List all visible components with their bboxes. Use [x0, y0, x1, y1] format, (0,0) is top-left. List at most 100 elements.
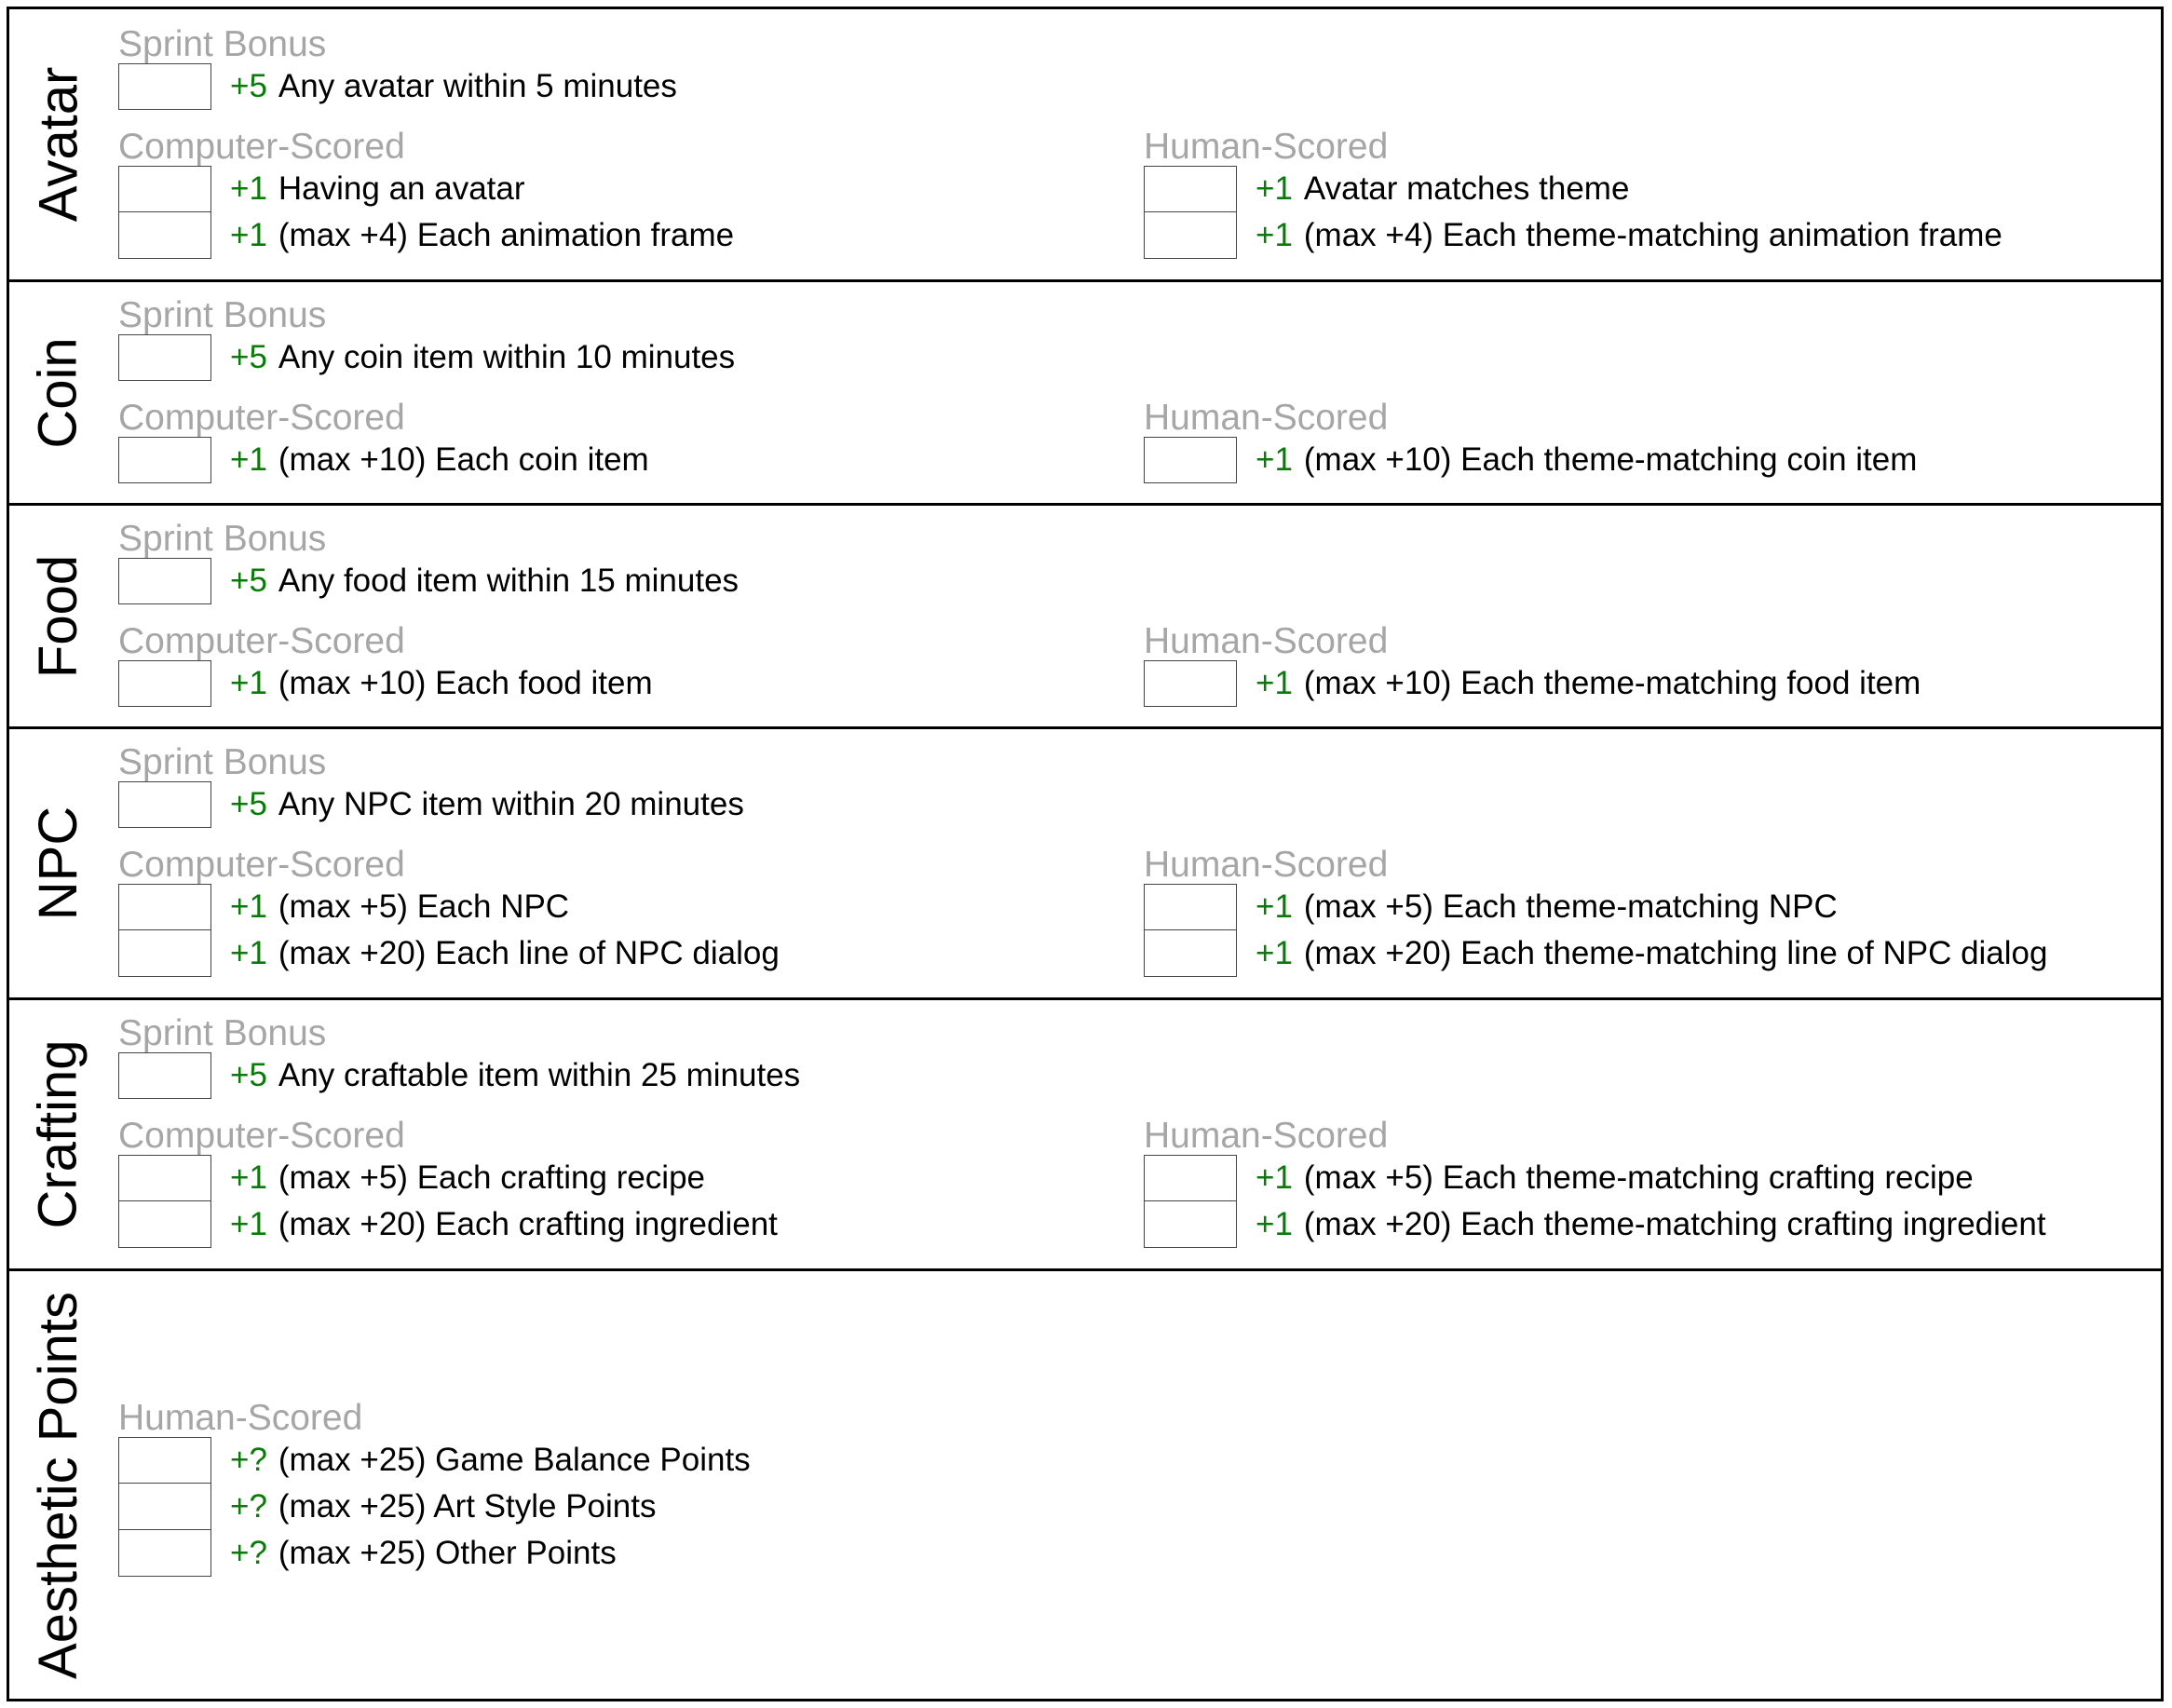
- computer-scored-label: Computer-Scored: [118, 127, 405, 167]
- points-value: +1: [230, 170, 267, 207]
- points-value: +1: [1256, 1206, 1293, 1242]
- criterion-text: (max +25) Game Balance Points: [278, 1442, 751, 1478]
- score-box[interactable]: [1144, 884, 1237, 930]
- criterion-text: Any avatar within 5 minutes: [278, 68, 677, 104]
- points-value: +1: [1256, 888, 1293, 925]
- sprint-bonus-label: Sprint Bonus: [118, 1013, 327, 1053]
- score-box[interactable]: [1144, 437, 1237, 483]
- computer-scored-label: Computer-Scored: [118, 1116, 405, 1156]
- human-scored-label: Human-Scored: [118, 1398, 363, 1438]
- score-box[interactable]: [1144, 212, 1237, 259]
- computer-scored-item: +1 (max +20) Each crafting ingredient: [118, 1201, 778, 1248]
- criterion-text: Any food item within 15 minutes: [278, 563, 740, 599]
- section-title: Avatar: [28, 66, 88, 223]
- criterion-text: (max +5) Each theme-matching NPC: [1303, 888, 1838, 925]
- score-box[interactable]: [1144, 1155, 1237, 1201]
- points-value: +1: [1256, 1159, 1293, 1196]
- human-scored-label: Human-Scored: [1144, 127, 1389, 167]
- points-value: +?: [230, 1442, 267, 1478]
- points-value: +1: [1256, 935, 1293, 971]
- criterion-text: (max +5) Each crafting recipe: [278, 1159, 706, 1196]
- criterion-text: Having an avatar: [278, 170, 525, 207]
- human-scored-item: +1 (max +4) Each theme-matching animatio…: [1144, 212, 2002, 259]
- criterion-text: (max +10) Each food item: [278, 665, 653, 701]
- points-value: +5: [230, 68, 267, 104]
- score-box[interactable]: [1144, 930, 1237, 977]
- section-avatar: Avatar Sprint Bonus +5 Any avatar within…: [9, 9, 2161, 282]
- points-value: +1: [1256, 441, 1293, 478]
- computer-scored-label: Computer-Scored: [118, 621, 405, 661]
- score-box[interactable]: [118, 334, 211, 381]
- section-npc: NPC Sprint Bonus +5 Any NPC item within …: [9, 729, 2161, 1000]
- computer-scored-item: +1 (max +10) Each food item: [118, 660, 653, 707]
- criterion-text: (max +10) Each theme-matching coin item: [1303, 441, 1918, 478]
- human-scored-item: +? (max +25) Art Style Points: [118, 1484, 656, 1530]
- sprint-bonus-label: Sprint Bonus: [118, 519, 327, 559]
- section-coin: Coin Sprint Bonus +5 Any coin item withi…: [9, 282, 2161, 506]
- score-box[interactable]: [118, 166, 211, 212]
- criterion-text: Any craftable item within 25 minutes: [278, 1057, 801, 1093]
- points-value: +1: [230, 217, 267, 253]
- human-scored-label: Human-Scored: [1144, 1116, 1389, 1156]
- score-box[interactable]: [1144, 1201, 1237, 1248]
- score-box[interactable]: [118, 437, 211, 483]
- scoring-sheet: Avatar Sprint Bonus +5 Any avatar within…: [7, 7, 2164, 1701]
- score-box[interactable]: [118, 1201, 211, 1248]
- human-scored-item: +1 (max +10) Each theme-matching food it…: [1144, 660, 1921, 707]
- criterion-text: (max +25) Art Style Points: [278, 1488, 657, 1525]
- score-box[interactable]: [118, 558, 211, 604]
- computer-scored-label: Computer-Scored: [118, 398, 405, 438]
- human-scored-item: +1 (max +5) Each theme-matching NPC: [1144, 884, 1838, 930]
- points-value: +5: [230, 1057, 267, 1093]
- points-value: +5: [230, 339, 267, 375]
- section-title: NPC: [28, 806, 88, 921]
- sprint-bonus-label: Sprint Bonus: [118, 295, 327, 335]
- criterion-text: (max +5) Each NPC: [278, 888, 570, 925]
- score-box[interactable]: [118, 212, 211, 259]
- points-value: +1: [230, 1206, 267, 1242]
- human-scored-item: +1 (max +10) Each theme-matching coin it…: [1144, 437, 1917, 483]
- score-box[interactable]: [118, 660, 211, 707]
- points-value: +5: [230, 563, 267, 599]
- sprint-bonus-item: +5 Any NPC item within 20 minutes: [118, 781, 744, 828]
- human-scored-label: Human-Scored: [1144, 845, 1389, 885]
- points-value: +1: [230, 665, 267, 701]
- criterion-text: Avatar matches theme: [1303, 170, 1630, 207]
- points-value: +1: [1256, 665, 1293, 701]
- score-box[interactable]: [118, 1484, 211, 1530]
- human-scored-item: +1 (max +5) Each theme-matching crafting…: [1144, 1155, 1974, 1201]
- section-aesthetic-points: Aesthetic Points Human-Scored +? (max +2…: [9, 1271, 2161, 1699]
- human-scored-label: Human-Scored: [1144, 398, 1389, 438]
- score-box[interactable]: [118, 884, 211, 930]
- points-value: +1: [1256, 217, 1293, 253]
- score-box[interactable]: [118, 781, 211, 828]
- section-title: Crafting: [28, 1039, 88, 1229]
- score-box[interactable]: [1144, 166, 1237, 212]
- points-value: +5: [230, 786, 267, 822]
- criterion-text: (max +20) Each theme-matching crafting i…: [1303, 1206, 2046, 1242]
- criterion-text: (max +4) Each theme-matching animation f…: [1303, 217, 2002, 253]
- score-box[interactable]: [1144, 660, 1237, 707]
- score-box[interactable]: [118, 1155, 211, 1201]
- section-title: Coin: [28, 336, 89, 449]
- score-box[interactable]: [118, 63, 211, 110]
- score-box[interactable]: [118, 1052, 211, 1099]
- sprint-bonus-label: Sprint Bonus: [118, 24, 327, 64]
- criterion-text: Any NPC item within 20 minutes: [278, 786, 744, 822]
- criterion-text: (max +4) Each animation frame: [278, 217, 735, 253]
- points-value: +1: [230, 888, 267, 925]
- criterion-text: (max +5) Each theme-matching crafting re…: [1303, 1159, 1974, 1196]
- score-box[interactable]: [118, 930, 211, 977]
- section-title: Aesthetic Points: [28, 1291, 89, 1679]
- score-box[interactable]: [118, 1437, 211, 1484]
- points-value: +?: [230, 1488, 267, 1525]
- computer-scored-item: +1 (max +4) Each animation frame: [118, 212, 734, 259]
- score-box[interactable]: [118, 1530, 211, 1577]
- human-scored-item: +1 (max +20) Each theme-matching craftin…: [1144, 1201, 2046, 1248]
- computer-scored-item: +1 (max +20) Each line of NPC dialog: [118, 930, 780, 977]
- criterion-text: (max +10) Each theme-matching food item: [1303, 665, 1921, 701]
- criterion-text: (max +10) Each coin item: [278, 441, 649, 478]
- computer-scored-item: +1 (max +5) Each crafting recipe: [118, 1155, 705, 1201]
- points-value: +1: [230, 935, 267, 971]
- points-value: +?: [230, 1535, 267, 1571]
